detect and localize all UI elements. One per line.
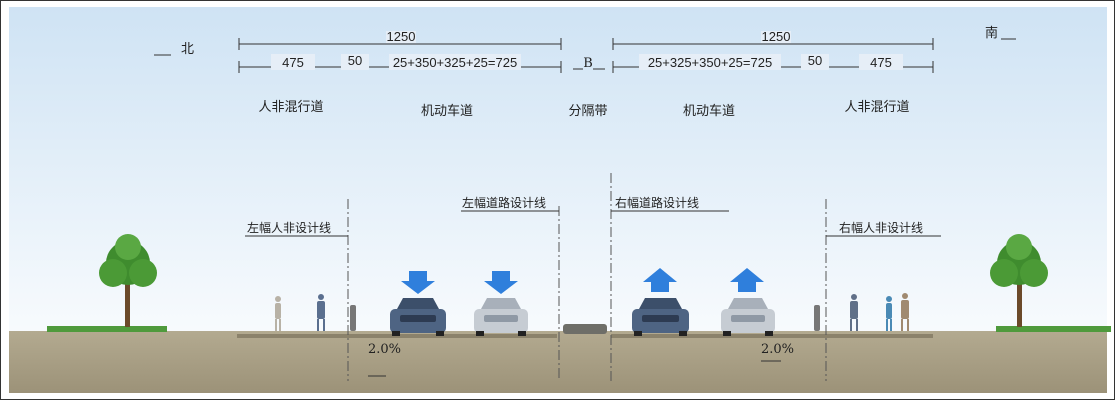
left-motor-width: 25+350+325+25=725 <box>393 55 517 70</box>
left-total-width: 1250 <box>387 29 416 44</box>
cyclist-icon <box>350 305 356 331</box>
left-slope-label: 2.0% <box>368 342 401 357</box>
arrow-down-icon <box>484 271 518 294</box>
median-curb <box>563 324 607 334</box>
right-grass-strip <box>996 326 1111 332</box>
left-grass-strip <box>47 326 167 332</box>
left-gap-width: 50 <box>348 53 362 68</box>
right-road-design-line-label: 右幅道路设计线 <box>615 195 699 210</box>
median-width: B <box>583 56 593 71</box>
arrow-up-icon <box>730 268 764 292</box>
left-nonmotor-design-line-label: 左幅人非设计线 <box>247 220 331 235</box>
leader-lines <box>245 210 941 237</box>
pedestrian-icon <box>886 296 892 331</box>
right-nonmotor-design-line-label: 右幅人非设计线 <box>839 220 923 235</box>
sky-background <box>9 7 1107 393</box>
car-icon <box>390 298 446 336</box>
pedestrian-icon <box>901 293 909 331</box>
pedestrian-icon <box>275 296 281 331</box>
left-road-design-line-label: 左幅道路设计线 <box>462 195 546 210</box>
right-motor-width: 25+325+350+25=725 <box>648 55 772 70</box>
car-icon <box>632 298 689 336</box>
arrow-down-icon <box>401 271 435 294</box>
pedestrian-icon <box>850 294 858 331</box>
dim-text-masks <box>271 31 903 70</box>
north-label: 北 <box>181 42 194 57</box>
south-label: 南 <box>985 25 998 41</box>
design-lines <box>347 173 827 381</box>
right-motor-lane-label: 机动车道 <box>683 103 735 119</box>
left-sidewalk-width: 475 <box>282 55 304 70</box>
ground <box>9 331 1107 393</box>
right-tree-icon <box>990 234 1048 327</box>
right-mixed-lane-label: 人非混行道 <box>844 100 909 115</box>
arrow-up-icon <box>643 268 677 292</box>
cyclist-icon <box>814 305 820 331</box>
median-label: 分隔带 <box>568 104 607 119</box>
right-total-width: 1250 <box>762 29 791 44</box>
left-mixed-lane-label: 人非混行道 <box>258 100 323 115</box>
left-tree-icon <box>99 234 157 327</box>
right-sidewalk-width: 475 <box>870 55 892 70</box>
car-icon <box>474 298 528 336</box>
pedestrian-icon <box>317 294 325 331</box>
left-motor-lane-label: 机动车道 <box>421 103 473 119</box>
right-slope-label: 2.0% <box>761 342 794 357</box>
right-gap-width: 50 <box>808 53 822 68</box>
car-icon <box>721 298 775 336</box>
